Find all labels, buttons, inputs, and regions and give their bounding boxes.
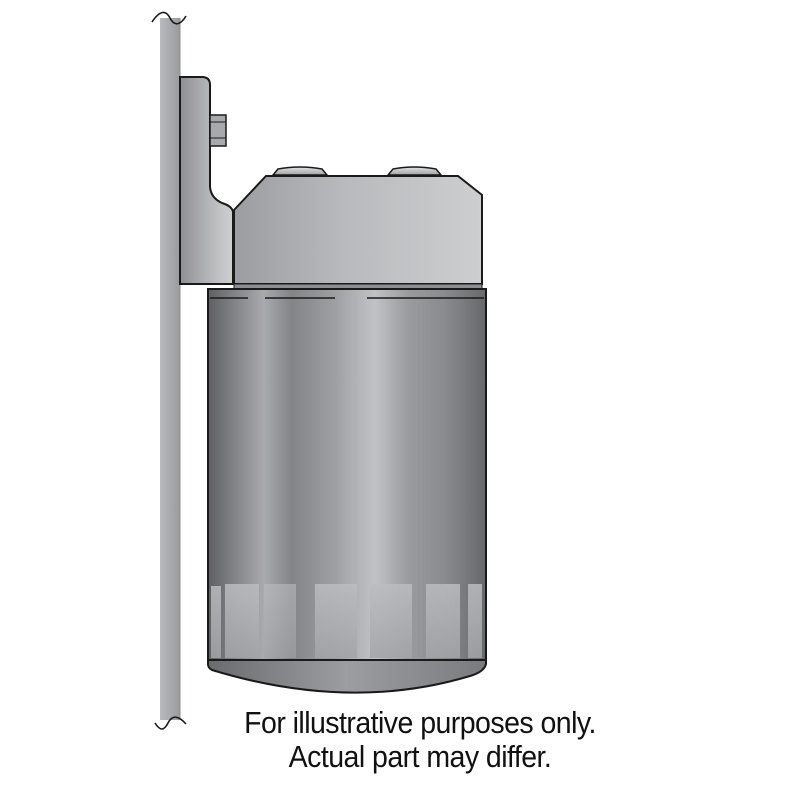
- wrench-flats: [211, 584, 482, 658]
- bolt: [209, 114, 227, 147]
- filter-bottom: [207, 659, 487, 694]
- caption-line-2: Actual part may differ.: [288, 739, 552, 774]
- disclaimer-caption: For illustrative purposes only. Actual p…: [218, 706, 623, 774]
- head-port-right: [386, 166, 443, 176]
- break-line-bottom-icon: [154, 716, 187, 730]
- break-line-top-icon: [151, 11, 187, 25]
- head-port-left: [271, 166, 329, 176]
- bracket: [179, 76, 234, 285]
- caption-line-1: For illustrative purposes only.: [244, 705, 596, 740]
- filter-head: [233, 175, 483, 285]
